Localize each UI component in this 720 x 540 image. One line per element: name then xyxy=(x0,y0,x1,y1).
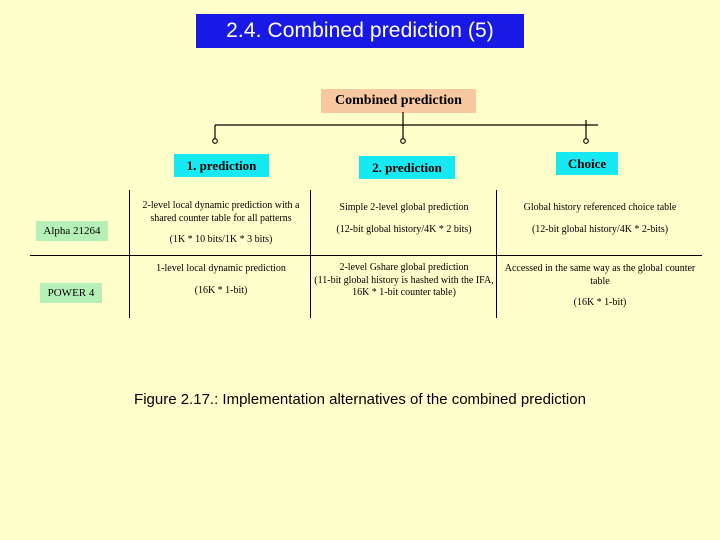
figure-caption: Figure 2.17.: Implementation alternative… xyxy=(134,391,586,408)
cell-alpha-1-prediction-parameters: (1K * 10 bits/1K * 3 bits) xyxy=(169,234,273,245)
slide-title-bar: 2.4. Combined prediction (5) xyxy=(196,14,524,48)
cell-alpha-choice: Global history referenced choice table (… xyxy=(500,202,700,236)
cell-power4-1-prediction-description: 1-level local dynamic prediction xyxy=(156,263,286,274)
cell-power4-choice: Accessed in the same way as the global c… xyxy=(500,263,700,310)
table-vertical-divider-1 xyxy=(129,190,130,318)
row-label-alpha-21264: Alpha 21264 xyxy=(36,221,108,241)
cell-power4-2-prediction-parameters: (11-bit global history is hashed with th… xyxy=(314,274,494,299)
table-vertical-divider-2 xyxy=(310,190,311,318)
cell-power4-2-prediction-description: 2-level Gshare global prediction xyxy=(339,262,469,273)
column-header-choice: Choice xyxy=(556,152,618,175)
column-header-2-label: 2. prediction xyxy=(372,159,442,175)
row-label-power-4-text: POWER 4 xyxy=(47,287,95,299)
column-header-1-prediction: 1. prediction xyxy=(174,154,269,177)
cell-alpha-choice-description: Global history referenced choice table xyxy=(523,202,677,213)
row-label-alpha-21264-text: Alpha 21264 xyxy=(43,225,101,237)
cell-power4-1-prediction-parameters: (16K * 1-bit) xyxy=(194,284,248,296)
cell-alpha-1-prediction-description: 2-level local dynamic prediction with a … xyxy=(142,200,300,224)
column-header-3-label: Choice xyxy=(567,155,607,171)
cell-alpha-2-prediction-description: Simple 2-level global prediction xyxy=(339,202,469,213)
table-horizontal-divider xyxy=(30,255,702,256)
cell-power4-choice-parameters: (16K * 1-bit) xyxy=(573,297,627,308)
cell-alpha-1-prediction: 2-level local dynamic prediction with a … xyxy=(133,200,309,247)
cell-alpha-2-prediction-parameters: (12-bit global history/4K * 2 bits) xyxy=(336,223,472,235)
cell-power4-choice-description: Accessed in the same way as the global c… xyxy=(504,263,696,287)
row-label-power-4: POWER 4 xyxy=(40,283,102,303)
combined-prediction-label: Combined prediction xyxy=(335,93,462,108)
column-header-2-prediction: 2. prediction xyxy=(359,156,455,179)
column-header-1-label: 1. prediction xyxy=(186,157,257,173)
combined-prediction-node: Combined prediction xyxy=(321,89,476,113)
tree-connector xyxy=(212,112,598,144)
cell-power4-2-prediction: 2-level Gshare global prediction (11-bit… xyxy=(314,262,494,300)
slide-title: 2.4. Combined prediction (5) xyxy=(226,19,494,42)
table-vertical-divider-3 xyxy=(496,190,497,318)
cell-power4-1-prediction: 1-level local dynamic prediction (16K * … xyxy=(133,263,309,297)
cell-alpha-2-prediction: Simple 2-level global prediction (12-bit… xyxy=(314,202,494,236)
cell-alpha-choice-parameters: (12-bit global history/4K * 2-bits) xyxy=(531,223,669,235)
